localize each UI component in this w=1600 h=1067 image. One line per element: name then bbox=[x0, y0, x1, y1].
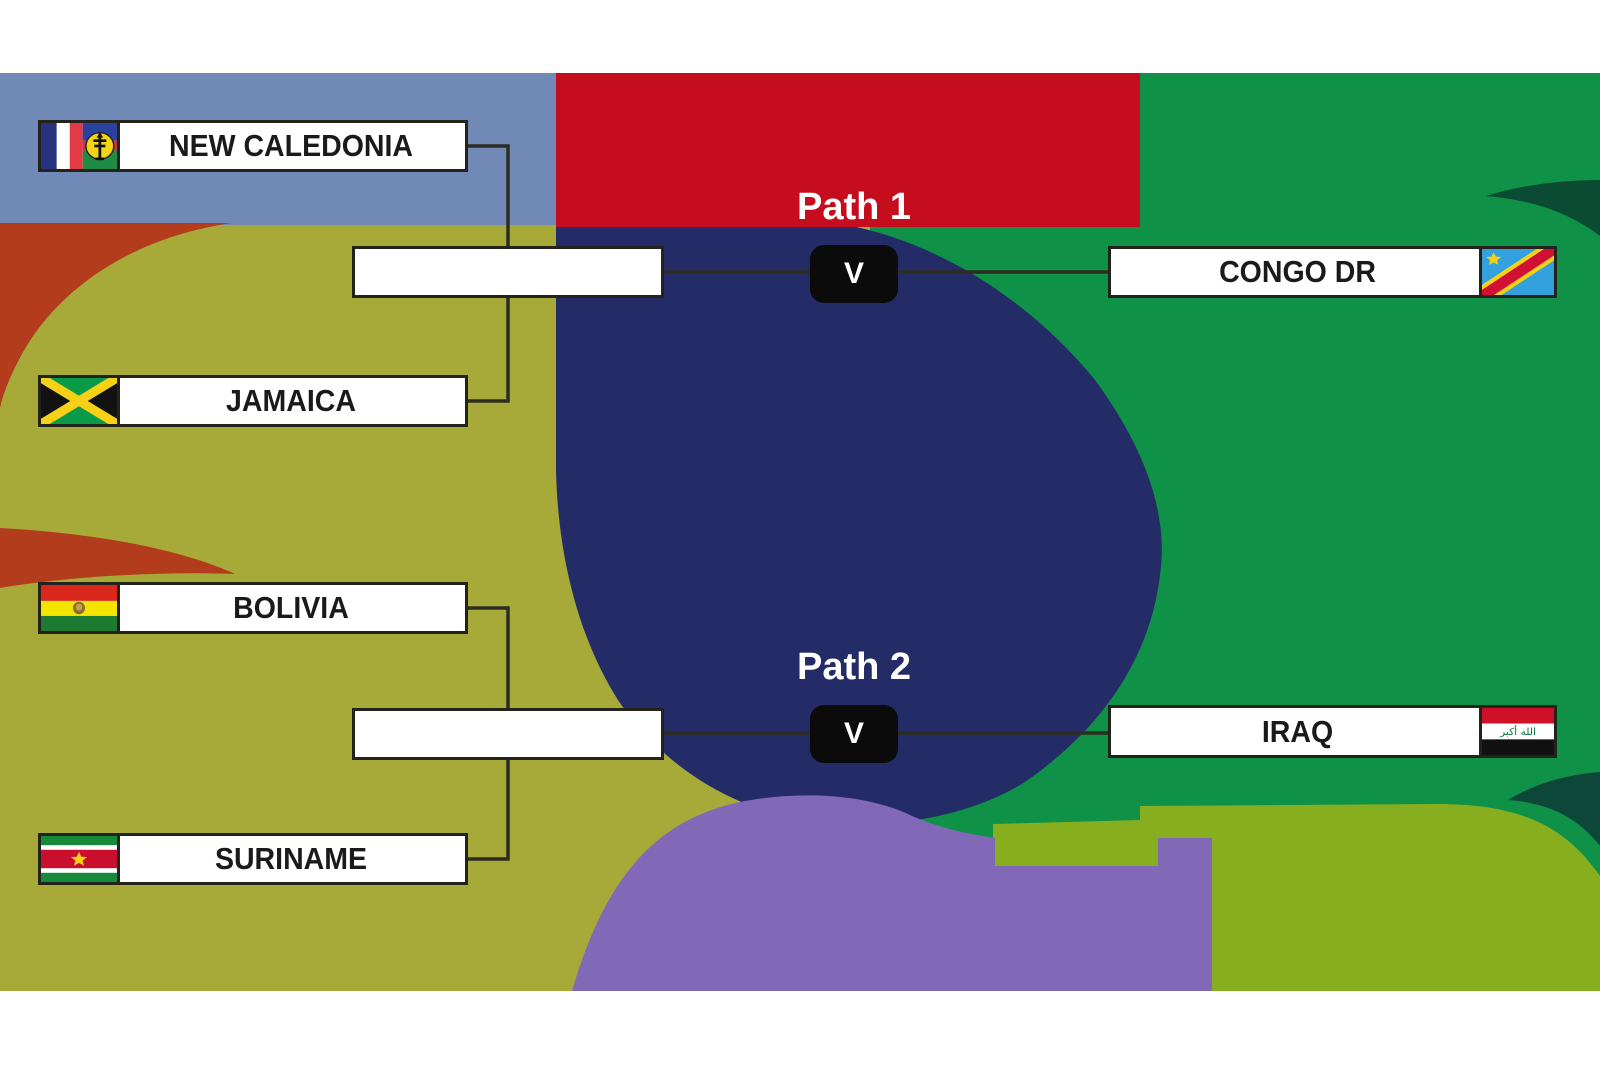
team-box-new-caledonia: NEW CALEDONIA bbox=[38, 120, 468, 172]
team-box-iraq: IRAQ الله أكبر bbox=[1108, 705, 1557, 758]
jamaica-flag bbox=[38, 375, 120, 427]
team-name-bolivia: BOLIVIA bbox=[233, 590, 349, 625]
path2-title: Path 2 bbox=[796, 646, 912, 688]
team-name-iraq: IRAQ bbox=[1261, 713, 1334, 749]
path1-versus-chip: V bbox=[810, 245, 898, 303]
path2-versus-letter: V bbox=[843, 717, 864, 750]
team-name-suriname: SURINAME bbox=[214, 841, 368, 876]
team-box-suriname: SURINAME bbox=[38, 833, 468, 885]
congo-dr-flag bbox=[1479, 246, 1557, 298]
iraq-flag: الله أكبر bbox=[1479, 705, 1557, 758]
svg-text:الله أكبر: الله أكبر bbox=[1499, 725, 1536, 738]
new-caledonia-flag bbox=[38, 120, 120, 172]
path2-versus-chip: V bbox=[810, 705, 898, 763]
team-box-congo-dr: CONGO DR bbox=[1108, 246, 1557, 298]
path1-title: Path 1 bbox=[796, 186, 912, 228]
bolivia-flag bbox=[38, 582, 120, 634]
team-box-jamaica: JAMAICA bbox=[38, 375, 468, 427]
suriname-flag bbox=[38, 833, 120, 885]
team-box-bolivia: BOLIVIA bbox=[38, 582, 468, 634]
path1-versus-letter: V bbox=[843, 257, 864, 290]
path2-winner-slot bbox=[352, 708, 664, 760]
team-name-jamaica: JAMAICA bbox=[226, 383, 356, 418]
team-name-new-caledonia: NEW CALEDONIA bbox=[168, 128, 414, 163]
path1-winner-slot bbox=[352, 246, 664, 298]
team-name-congo-dr: CONGO DR bbox=[1219, 254, 1376, 289]
